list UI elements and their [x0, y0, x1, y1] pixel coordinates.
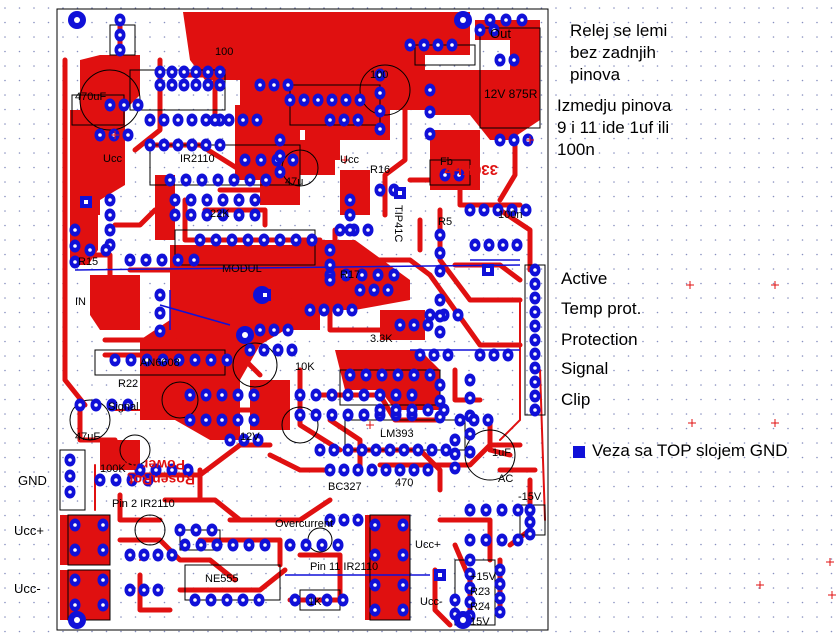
label-r10k: 10K	[295, 361, 315, 373]
side-label-ucc-minus: Ucc-	[14, 581, 41, 596]
side-label-gnd: GND	[18, 473, 47, 488]
label-r33k: 3.3K	[370, 333, 393, 345]
indicator-protection: Protection	[561, 330, 638, 349]
label-lm393: LM393	[380, 428, 414, 440]
label-r23: R23	[470, 586, 490, 598]
label-ucc-b: Ucc	[340, 154, 359, 166]
capacitor-note-line: 9 i 11 ide 1uf ili	[557, 118, 670, 137]
label-fb: Fb	[440, 156, 453, 168]
label-ac: AC	[498, 473, 513, 485]
side-label-ucc-plus: Ucc+	[14, 523, 44, 538]
label-r22: R22	[118, 378, 138, 390]
label-minus15: -15V	[518, 491, 542, 503]
label-tip41c: TIP41C	[392, 205, 404, 242]
label-c100n: 100n	[498, 209, 522, 221]
label-r100k: 100K	[100, 463, 126, 475]
label-r16: R16	[370, 164, 390, 176]
label-12v: 12V	[240, 431, 260, 443]
label-ne555: NE555	[205, 573, 239, 585]
label-r22k: 22K	[210, 208, 230, 220]
label-brand-line2: Power Audio	[100, 457, 185, 473]
label-c1uf: 1uF	[492, 447, 511, 459]
indicator-clip: Clip	[561, 390, 591, 409]
pads	[64, 11, 541, 629]
label-r1k: 1K	[308, 596, 322, 608]
label-c470: 470uF	[75, 91, 106, 103]
label-relay: 12V 875R	[484, 87, 538, 101]
indicator-active: Active	[561, 269, 608, 288]
relay-note-line: pinova	[570, 65, 621, 84]
registration-crosses	[111, 131, 836, 599]
label-r470: 470	[395, 477, 413, 489]
label-plus15: +15V	[470, 571, 497, 583]
indicator-temp-prot: Temp prot.	[561, 299, 642, 318]
label-in: IN	[75, 296, 86, 308]
label-r24: R24	[470, 601, 490, 613]
label-c100b: 100	[370, 69, 388, 81]
label-out: Out	[490, 26, 511, 41]
label-15v: 15V	[470, 616, 490, 628]
board-outline	[56, 8, 549, 631]
label-an6608: AN6608	[140, 357, 180, 369]
gnd-via-legend-label: Veza sa TOP slojem GND	[592, 441, 788, 460]
label-pin11: Pin 11 IR2110	[310, 561, 378, 573]
label-ucc-minus: Ucc-	[420, 596, 443, 608]
label-overcurrent: Overcurrent	[275, 518, 333, 530]
top-layer-jumpers	[74, 259, 521, 576]
label-c47: 47uF	[75, 431, 100, 443]
label-r5: R5	[438, 216, 452, 228]
label-r17: R17	[340, 269, 360, 281]
label-bc327: BC327	[328, 481, 362, 493]
relay-note: Relej se lemi bez zadnjih pinova	[570, 20, 667, 86]
silkscreen-labels: Out 12V 875R 330KHz IR2110 MODUL TIP41C …	[75, 26, 542, 628]
label-frequency: 330KHz	[444, 161, 498, 178]
label-c100a: 100	[215, 46, 233, 58]
label-c47b: 47u	[285, 176, 303, 188]
indicator-signal: Signal	[561, 359, 609, 378]
label-pin2: Pin 2 IR2110	[112, 498, 175, 510]
gnd-via-legend-swatch	[573, 446, 585, 458]
label-signal: Signal	[108, 401, 139, 413]
gnd-vias	[80, 187, 494, 581]
label-brand-line1: RosenRot	[129, 472, 195, 488]
relay-note-line: Relej se lemi	[570, 21, 668, 40]
label-modul: MODUL	[222, 263, 262, 275]
label-r15: R15	[78, 256, 98, 268]
relay-note-line: bez zadnjih	[570, 43, 657, 62]
copper-traces-thin	[94, 299, 546, 561]
label-ir2110: IR2110	[180, 153, 215, 165]
capacitor-note-line: 100n	[557, 140, 595, 159]
label-ucc-plus: Ucc+	[415, 539, 440, 551]
label-ucc-a: Ucc	[103, 153, 122, 165]
capacitor-note: Izmedju pinova 9 i 11 ide 1uf ili 100n	[557, 95, 671, 161]
capacitor-note-line: Izmedju pinova	[557, 96, 672, 115]
